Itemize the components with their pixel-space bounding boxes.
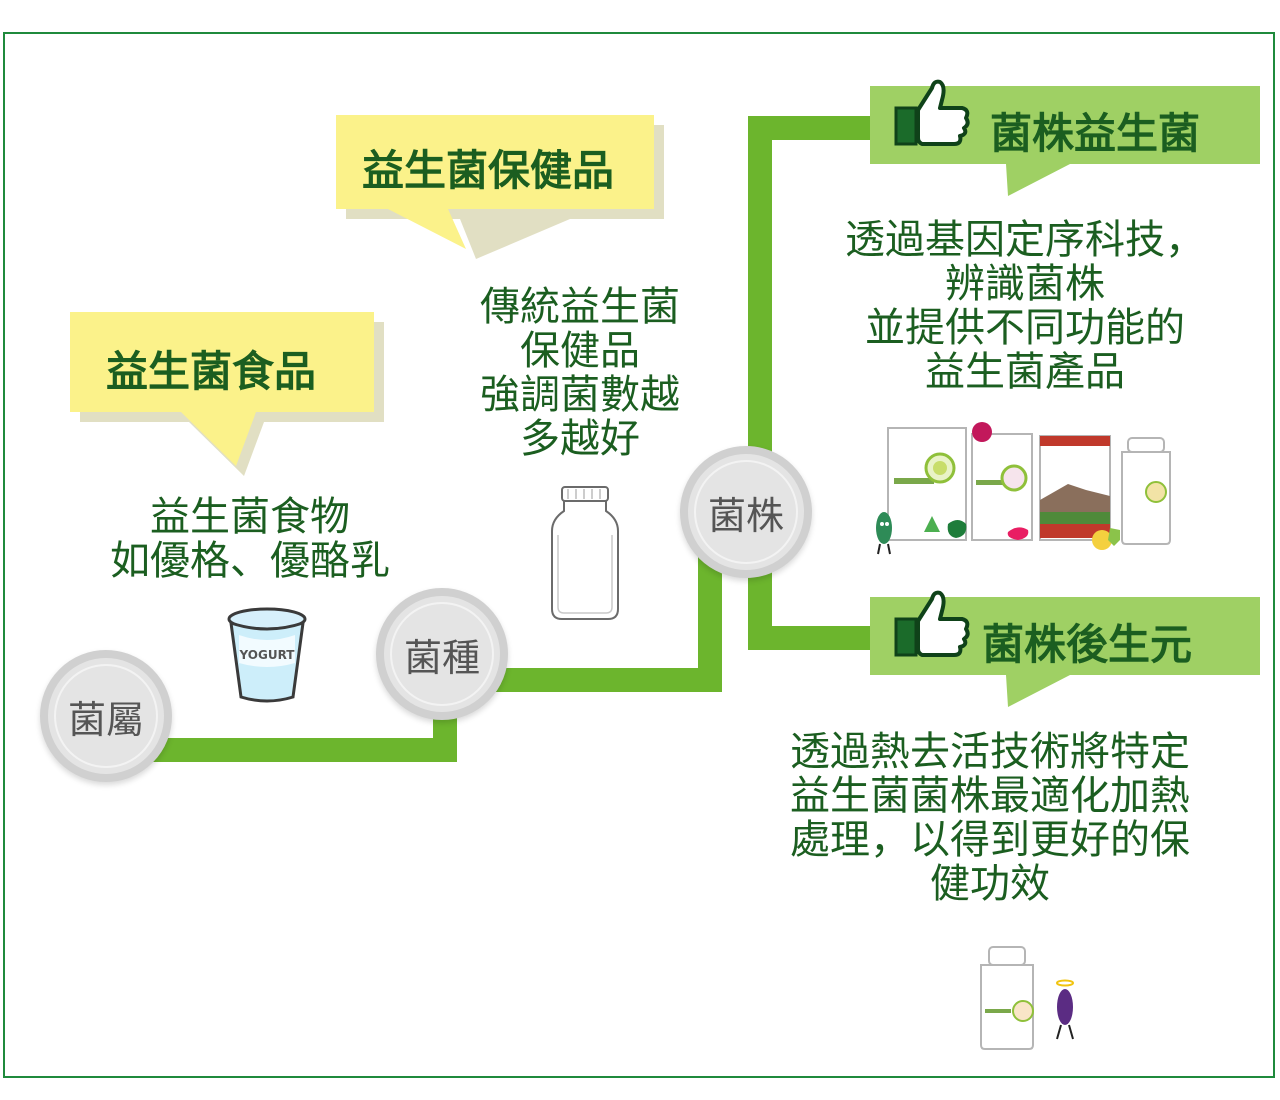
node-strain: 菌株 [680,446,812,578]
callout-strain-probiotic: 菌株益生菌 [870,79,1262,200]
diagram-frame [3,32,1275,1078]
node-species: 菌種 [376,588,508,720]
description-line: 透過熱去活技術將特定 [790,729,1190,775]
description-line: 保健品 [520,328,640,374]
node-genus: 菌屬 [40,650,172,782]
node-label: 菌株 [707,493,784,538]
description-line: 益生菌菌株最適化加熱 [790,773,1190,819]
description-line: 如優格、優酪乳 [110,538,390,584]
callout-label: 菌株益生菌 [990,109,1201,158]
description-line: 處理，以得到更好的保 [790,817,1190,863]
description-line: 辨識菌株 [945,261,1105,307]
description-line: 傳統益生菌 [480,284,680,330]
description-line: 益生菌產品 [925,349,1125,395]
callout-bubble [336,115,664,259]
node-label: 菌種 [403,635,480,680]
description-strain-postbiotic: 透過熱去活技術將特定 益生菌菌株最適化加熱 處理，以得到更好的保 健功效 [740,730,1240,906]
description-strain-probiotic: 透過基因定序科技， 辨識菌株 並提供不同功能的 益生菌產品 [800,218,1250,394]
description-line: 強調菌數越 [480,372,680,418]
callout-label: 益生菌保健品 [362,146,615,195]
yogurt-label: YOGURT [239,648,296,662]
description-line: 透過基因定序科技， [845,217,1205,263]
description-line: 多越好 [520,416,640,462]
callout-label: 菌株後生元 [982,620,1193,669]
description-food: 益生菌食物 如優格、優酪乳 [60,495,440,583]
description-line: 並提供不同功能的 [865,305,1185,351]
description-supplement: 傳統益生菌 保健品 強調菌數越 多越好 [430,285,730,461]
jar-icon [550,485,620,625]
description-line: 健功效 [930,861,1050,907]
description-line: 益生菌食物 [150,494,350,540]
callout-label: 益生菌食品 [106,347,317,396]
node-label: 菌屬 [67,697,144,742]
callout-probiotic-food: 益生菌食品 [70,312,384,476]
callout-probiotic-supplement: 益生菌保健品 [336,115,666,259]
callout-strain-postbiotic: 菌株後生元 [870,590,1262,711]
callout-bubble [70,312,384,476]
yogurt-cup-icon: YOGURT [225,605,309,709]
product-boxes-icon [870,420,1180,564]
supplement-bottle-icon [975,945,1095,1059]
